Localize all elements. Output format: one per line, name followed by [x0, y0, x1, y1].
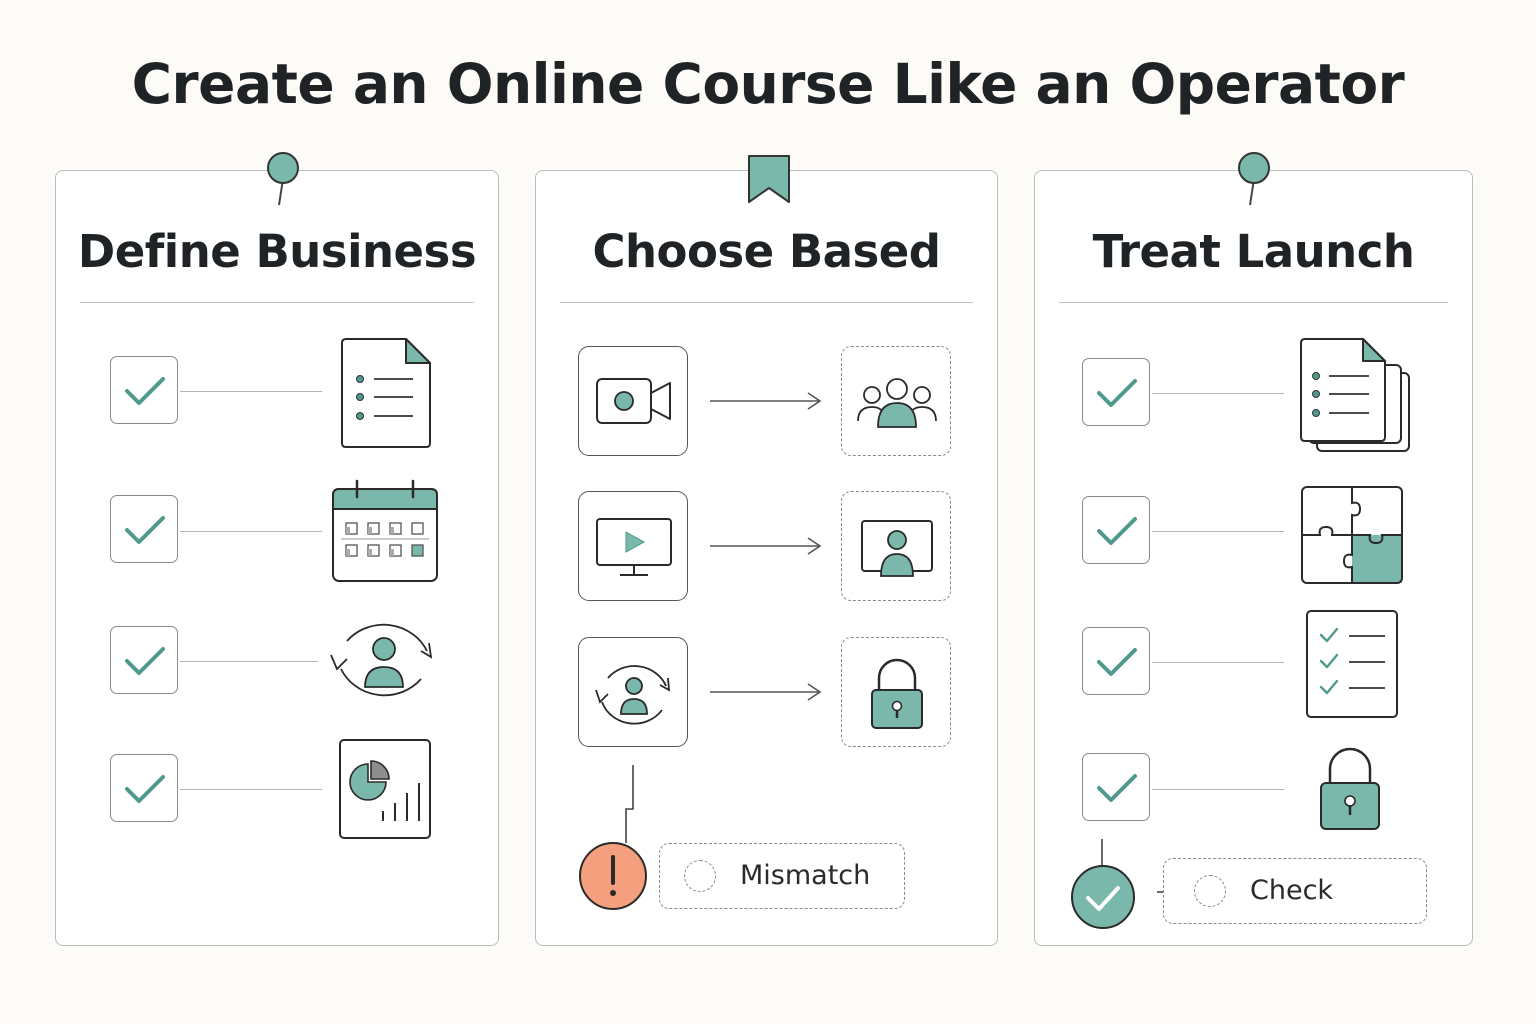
- status-dot-icon: [684, 860, 716, 892]
- check-icon: [125, 647, 165, 675]
- check-circle-icon: [1071, 865, 1135, 929]
- connector-line: [1152, 393, 1284, 394]
- status-label: Mismatch: [740, 860, 871, 891]
- status-label: Check: [1250, 875, 1334, 906]
- panel-define-business: Define Business: [55, 152, 499, 946]
- check-icon: [1097, 774, 1137, 802]
- checkbox[interactable]: [110, 495, 178, 563]
- panel-title: Treat Launch: [1092, 225, 1415, 278]
- arrow-right-icon: [710, 537, 822, 555]
- alert-icon: [579, 842, 647, 910]
- status-box-check[interactable]: Check: [1163, 858, 1427, 924]
- target-tile[interactable]: [841, 637, 951, 747]
- check-icon: [1097, 517, 1137, 545]
- panel-choose-based: Choose Based: [535, 155, 998, 946]
- check-icon: [1097, 648, 1137, 676]
- puzzle-icon: [1301, 486, 1403, 584]
- document-stack-icon: [1300, 338, 1410, 452]
- divider: [1059, 302, 1448, 303]
- checkbox[interactable]: [1082, 753, 1150, 821]
- calendar-icon: [332, 479, 438, 582]
- panel-treat-launch: Treat Launch: [1034, 152, 1473, 946]
- connector-line: [1152, 662, 1284, 663]
- check-icon: [125, 775, 165, 803]
- bookmark-icon: [748, 155, 790, 203]
- pin-icon: [1238, 152, 1270, 206]
- media-tile[interactable]: [578, 346, 688, 456]
- connector-line: [180, 661, 318, 662]
- document-list-icon: [341, 338, 431, 448]
- checklist-icon: [1306, 610, 1398, 718]
- video-camera-icon: [596, 378, 671, 424]
- connector-line: [180, 531, 322, 532]
- status-dot-icon: [1194, 875, 1226, 907]
- chart-report-icon: [339, 739, 431, 839]
- arrow-right-icon: [710, 683, 822, 701]
- panel-title: Choose Based: [592, 225, 941, 278]
- panel-title: Define Business: [77, 225, 477, 278]
- target-tile[interactable]: [841, 346, 951, 456]
- connector-line: [1152, 789, 1284, 790]
- page-title: Create an Online Course Like an Operator: [131, 52, 1405, 116]
- checkbox[interactable]: [1082, 627, 1150, 695]
- pin-icon: [267, 152, 299, 206]
- connector-line: [180, 391, 322, 392]
- arrow-right-icon: [710, 392, 822, 410]
- connector-line: [180, 789, 322, 790]
- checkbox[interactable]: [1082, 358, 1150, 426]
- user-cycle-icon: [595, 665, 671, 725]
- padlock-icon: [871, 658, 923, 729]
- monitor-play-icon: [596, 518, 672, 576]
- media-tile[interactable]: [578, 491, 688, 601]
- screen-user-icon: [861, 520, 933, 577]
- divider: [80, 302, 474, 303]
- target-tile[interactable]: [841, 491, 951, 601]
- status-box-mismatch[interactable]: Mismatch: [659, 843, 905, 909]
- checkbox[interactable]: [110, 356, 178, 424]
- check-icon: [125, 516, 165, 544]
- checkbox[interactable]: [110, 626, 178, 694]
- check-icon: [125, 377, 165, 405]
- checkbox[interactable]: [110, 754, 178, 822]
- audience-group-icon: [857, 378, 937, 428]
- connector-line: [1152, 531, 1284, 532]
- connector-line: [625, 765, 634, 843]
- divider: [560, 302, 973, 303]
- media-tile[interactable]: [578, 637, 688, 747]
- padlock-icon: [1320, 747, 1380, 830]
- user-cycle-icon: [330, 623, 433, 697]
- checkbox[interactable]: [1082, 496, 1150, 564]
- check-icon: [1097, 379, 1137, 407]
